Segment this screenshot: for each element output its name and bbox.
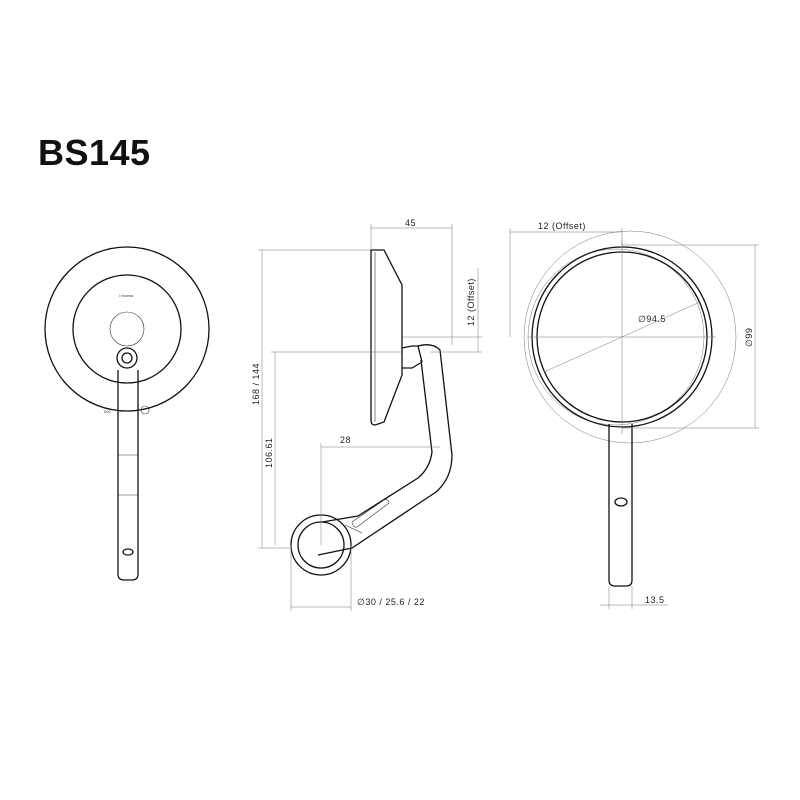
side-arm-outer bbox=[317, 344, 453, 556]
dim-offset-vertical: 12 (Offset) bbox=[466, 278, 476, 326]
drawing-title: BS145 bbox=[38, 132, 151, 173]
back-screw-icon bbox=[140, 405, 150, 415]
front-stem-bolt bbox=[614, 497, 628, 507]
back-stem bbox=[117, 370, 139, 581]
dim-stem-width: 13.5 bbox=[645, 595, 665, 605]
dimension-lines bbox=[258, 224, 759, 611]
side-arm-inner bbox=[321, 359, 433, 523]
back-serial: 000 bbox=[104, 409, 111, 414]
side-arm-slot bbox=[351, 499, 390, 528]
dim-clamp-diameters: ∅30 / 25.6 / 22 bbox=[357, 597, 425, 607]
dim-height-total: 168 / 144 bbox=[251, 363, 261, 405]
dim-offset-top: 12 (Offset) bbox=[538, 221, 586, 231]
front-stem bbox=[608, 424, 633, 587]
back-center-boss bbox=[109, 311, 145, 347]
dim-height-arm: 106.61 bbox=[264, 437, 274, 468]
back-pivot-outer bbox=[116, 347, 138, 369]
back-view: / rizoma 000 bbox=[44, 246, 210, 581]
side-clamp-split bbox=[344, 524, 363, 534]
front-view bbox=[523, 230, 737, 587]
dim-mirror-inner: ∅94.5 bbox=[638, 314, 666, 324]
back-inner-housing bbox=[72, 274, 182, 384]
dim-mirror-outer: ∅99 bbox=[744, 328, 754, 347]
dim-arm-reach: 28 bbox=[340, 435, 351, 445]
back-logo: / rizoma bbox=[119, 293, 134, 298]
side-mirror-body bbox=[370, 249, 403, 426]
back-outer-rim bbox=[44, 246, 210, 412]
side-pivot bbox=[401, 345, 423, 369]
back-pivot-inner bbox=[121, 352, 133, 364]
back-stem-bolt bbox=[122, 548, 134, 556]
front-ghost-circle-left bbox=[523, 230, 737, 444]
dim-width-45: 45 bbox=[405, 218, 416, 228]
side-view bbox=[290, 249, 453, 576]
